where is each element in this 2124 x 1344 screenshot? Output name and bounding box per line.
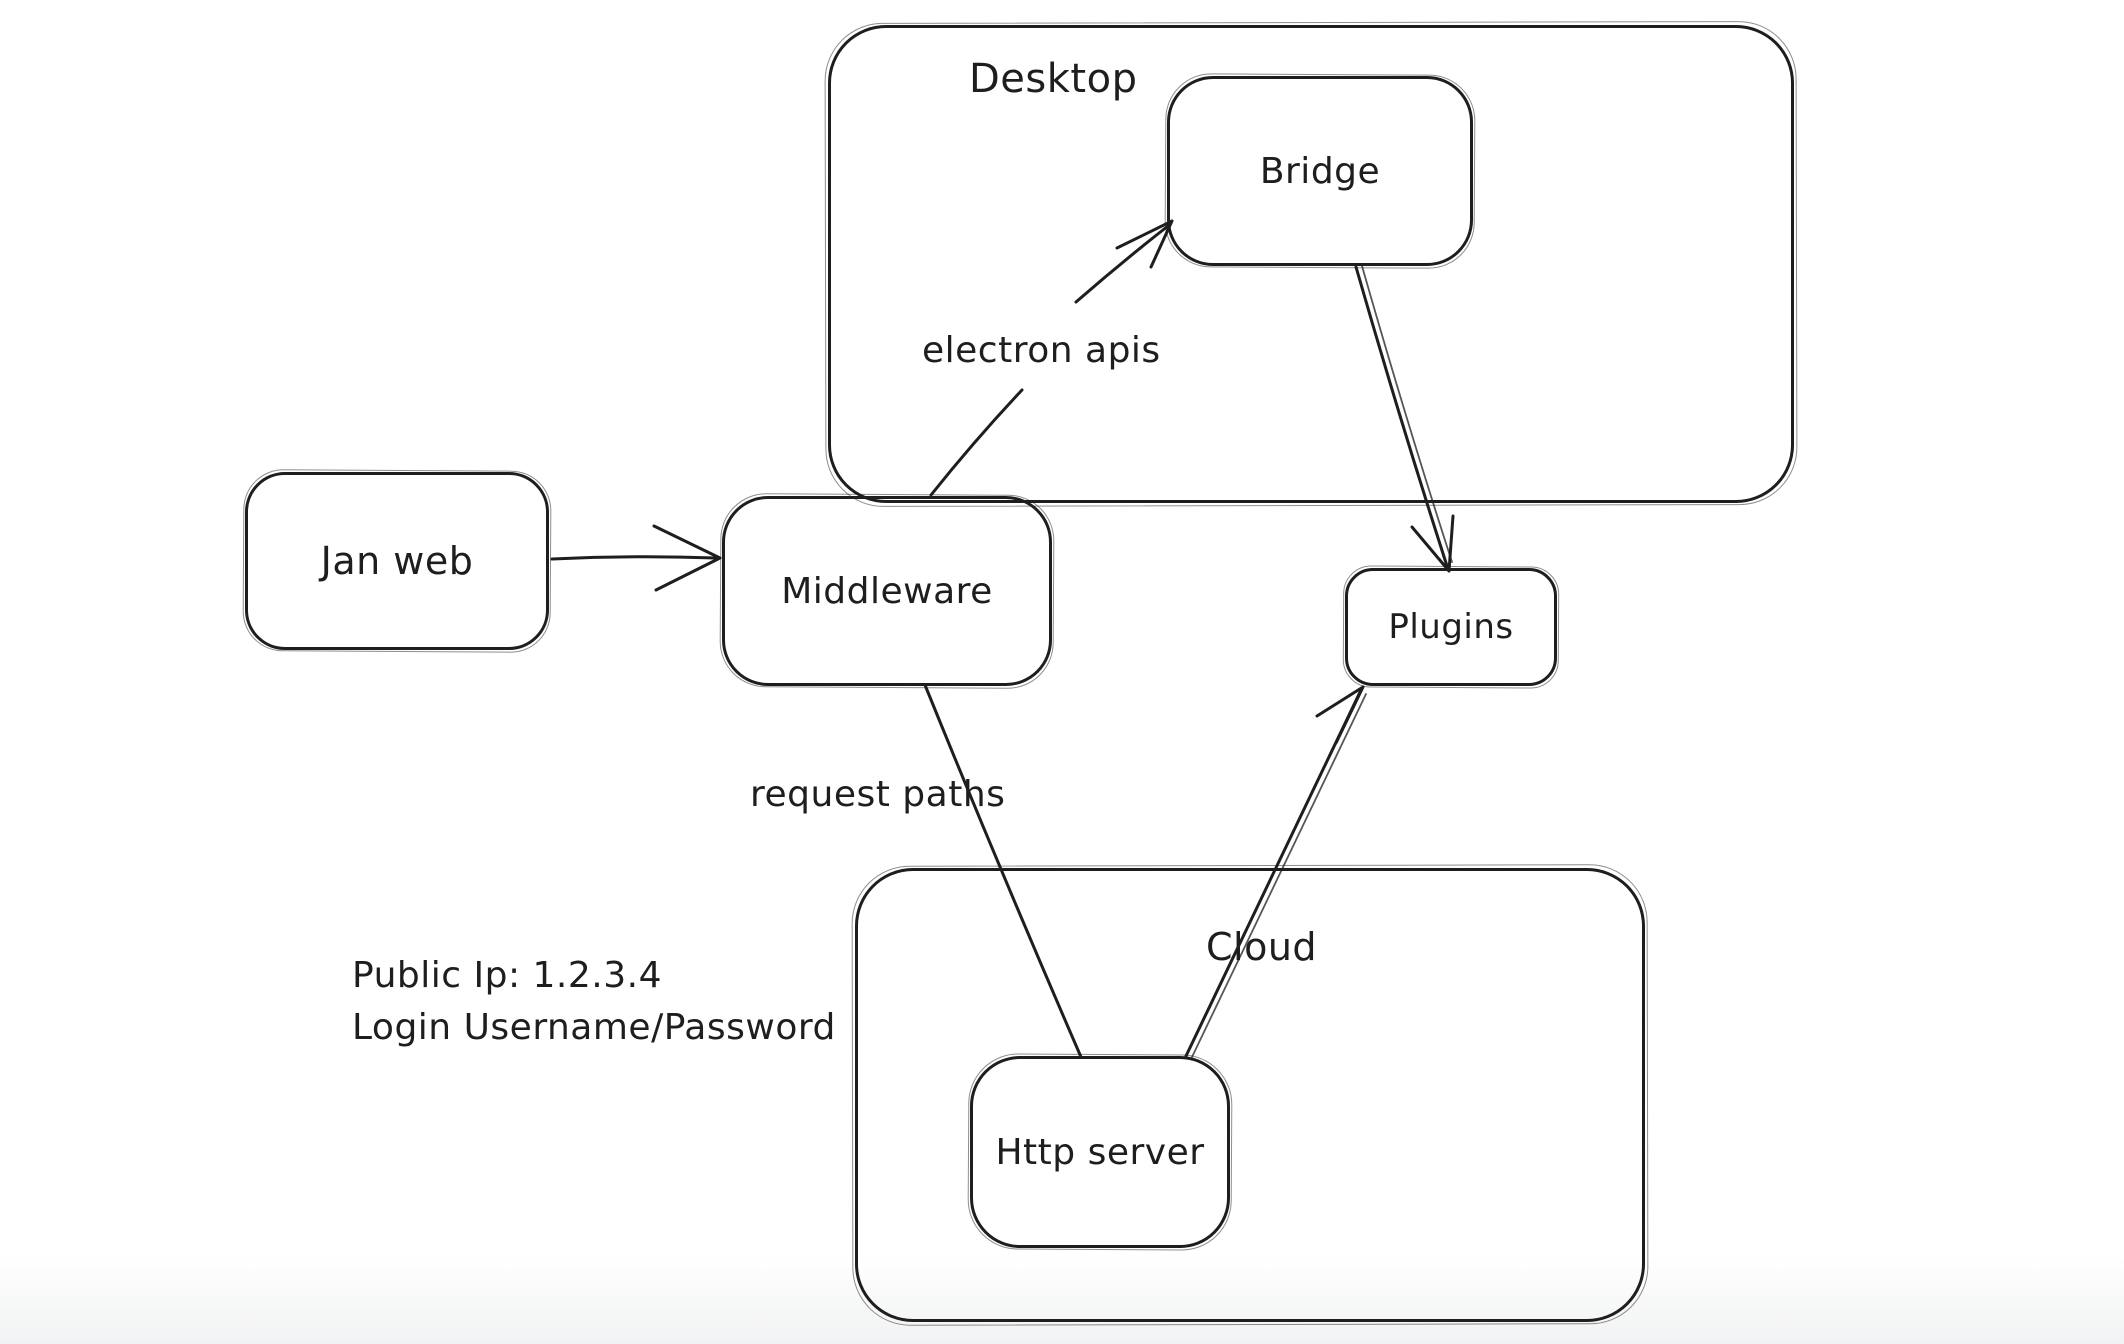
node-bridge-label: Bridge [1259,150,1381,192]
edge-bridge-to-plugins-shaft-sketch [1361,265,1453,563]
edge-jan-web-to-middleware-arrowhead[interactable] [652,524,722,592]
node-jan-web-label: Jan web [320,539,474,583]
edge-middleware-to-http-server[interactable] [923,683,1083,1059]
edge-middleware-to-http-server-shaft[interactable] [923,683,1083,1059]
public-ip-annotation[interactable]: Public Ip: 1.2.3.4 Login Username/Passwo… [352,950,836,1054]
edge-http-server-to-plugins-shaft-sketch [1191,693,1367,1058]
desktop-container[interactable]: Desktop [828,25,1794,503]
cloud-container-label: Cloud [1206,925,1318,969]
edge-bridge-to-plugins[interactable] [1354,265,1455,573]
edge-label-request-paths[interactable]: request paths [750,774,1006,815]
node-bridge[interactable]: Bridge [1167,76,1473,266]
node-http-server[interactable]: Http server [970,1056,1230,1248]
edge-bridge-to-plugins-shaft[interactable] [1354,265,1449,568]
edge-jan-web-to-middleware[interactable] [550,524,722,592]
edge-http-server-to-plugins-shaft[interactable] [1184,688,1363,1058]
edge-middleware-to-bridge-shaft-upper[interactable] [1074,224,1170,304]
edge-bridge-to-plugins-arrowhead[interactable] [1410,514,1455,573]
node-plugins[interactable]: Plugins [1345,568,1557,686]
node-middleware-label: Middleware [781,570,993,612]
edge-http-server-to-plugins-arrowhead[interactable] [1315,685,1365,745]
node-jan-web[interactable]: Jan web [245,472,549,650]
node-http-server-label: Http server [995,1131,1205,1173]
node-middleware[interactable]: Middleware [722,496,1052,686]
public-ip-line: Public Ip: 1.2.3.4 [352,955,662,996]
edge-middleware-to-bridge-shaft-lower[interactable] [929,388,1024,497]
edge-jan-web-to-middleware-shaft[interactable] [550,555,718,561]
edge-http-server-to-plugins[interactable] [1184,685,1367,1058]
desktop-container-label: Desktop [969,56,1138,102]
edge-label-electron-apis[interactable]: electron apis [922,330,1161,371]
node-plugins-label: Plugins [1388,607,1514,647]
login-credentials-line: Login Username/Password [352,1007,836,1049]
cloud-container[interactable]: Cloud [855,868,1645,1322]
